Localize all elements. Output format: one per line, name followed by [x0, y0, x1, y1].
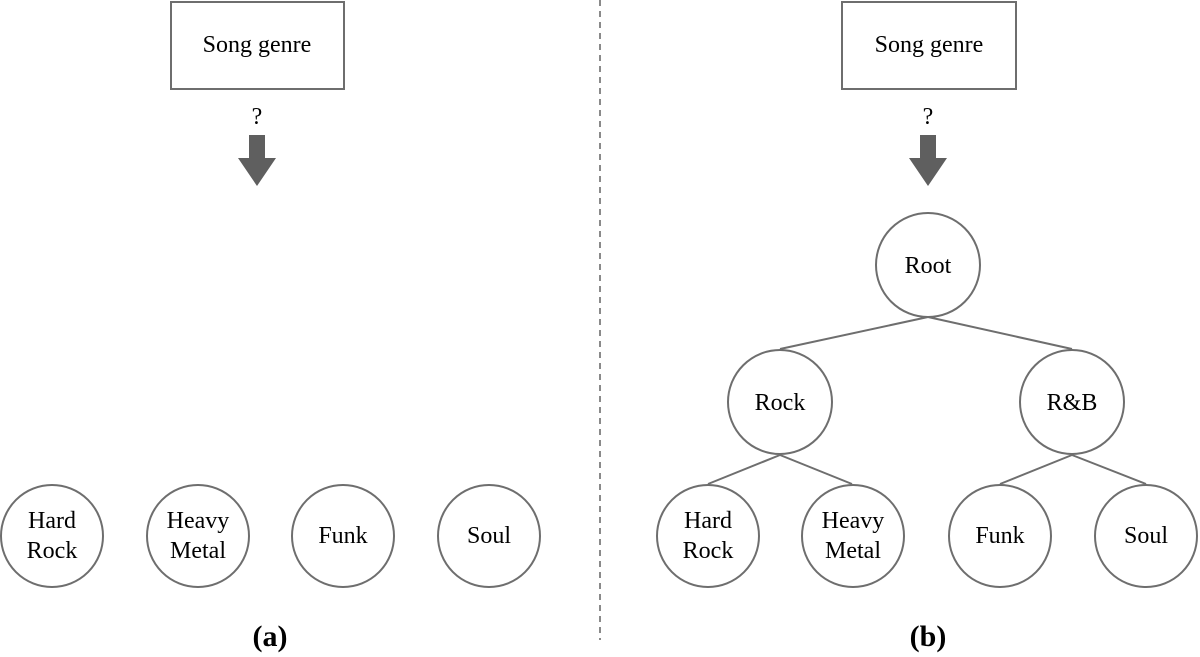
edge-root-rnb [927, 316, 1073, 350]
edge-rnb-soul [1071, 454, 1147, 485]
panel-b: Song genre ? Root Rock R&B Hard Rock Hea… [656, 1, 1198, 653]
root-label: Root [905, 253, 952, 279]
leaf-node-funk [291, 484, 395, 588]
leaf-node-heavy-metal [146, 484, 250, 588]
leaf-node-soul [437, 484, 541, 588]
edge-root-rock [779, 316, 929, 350]
rnb-node [1019, 349, 1125, 455]
leaf-node-hard-rock [0, 484, 104, 588]
caption-a: (a) [253, 620, 288, 653]
leaf-label: Soul [1124, 523, 1168, 549]
leaf-label-line2: Rock [683, 538, 734, 564]
song-genre-label: Song genre [203, 32, 312, 58]
question-mark: ? [923, 104, 934, 130]
question-mark: ? [252, 104, 263, 130]
leaf-label-line2: Metal [170, 538, 226, 564]
down-arrow-icon [238, 135, 276, 186]
edge-rock-hard-rock [707, 454, 781, 485]
leaf-label: Soul [467, 523, 511, 549]
leaf-node-heavy-metal [801, 484, 905, 588]
rock-node [727, 349, 833, 455]
leaf-node-funk [948, 484, 1052, 588]
edge-rock-heavy-metal [779, 454, 853, 485]
panel-a: Song genre ? Hard Rock Heavy Metal Funk … [0, 1, 541, 653]
leaf-label-line1: Heavy [167, 508, 230, 534]
leaf-label-line2: Metal [825, 538, 881, 564]
down-arrow-icon [909, 135, 947, 186]
root-node [875, 212, 981, 318]
leaf-node-hard-rock [656, 484, 760, 588]
leaf-label-line2: Rock [27, 538, 78, 564]
rock-label: Rock [755, 390, 806, 416]
leaf-label-line1: Heavy [822, 508, 885, 534]
song-genre-label: Song genre [875, 32, 984, 58]
edge-rnb-funk [999, 454, 1073, 485]
song-genre-box [170, 1, 345, 90]
leaf-label-line1: Hard [684, 508, 732, 534]
song-genre-box [841, 1, 1017, 90]
leaf-node-soul [1094, 484, 1198, 588]
leaf-label: Funk [975, 523, 1024, 549]
caption-b: (b) [910, 620, 947, 653]
leaf-label-line1: Hard [28, 508, 76, 534]
rnb-label: R&B [1047, 390, 1098, 416]
leaf-label: Funk [318, 523, 367, 549]
